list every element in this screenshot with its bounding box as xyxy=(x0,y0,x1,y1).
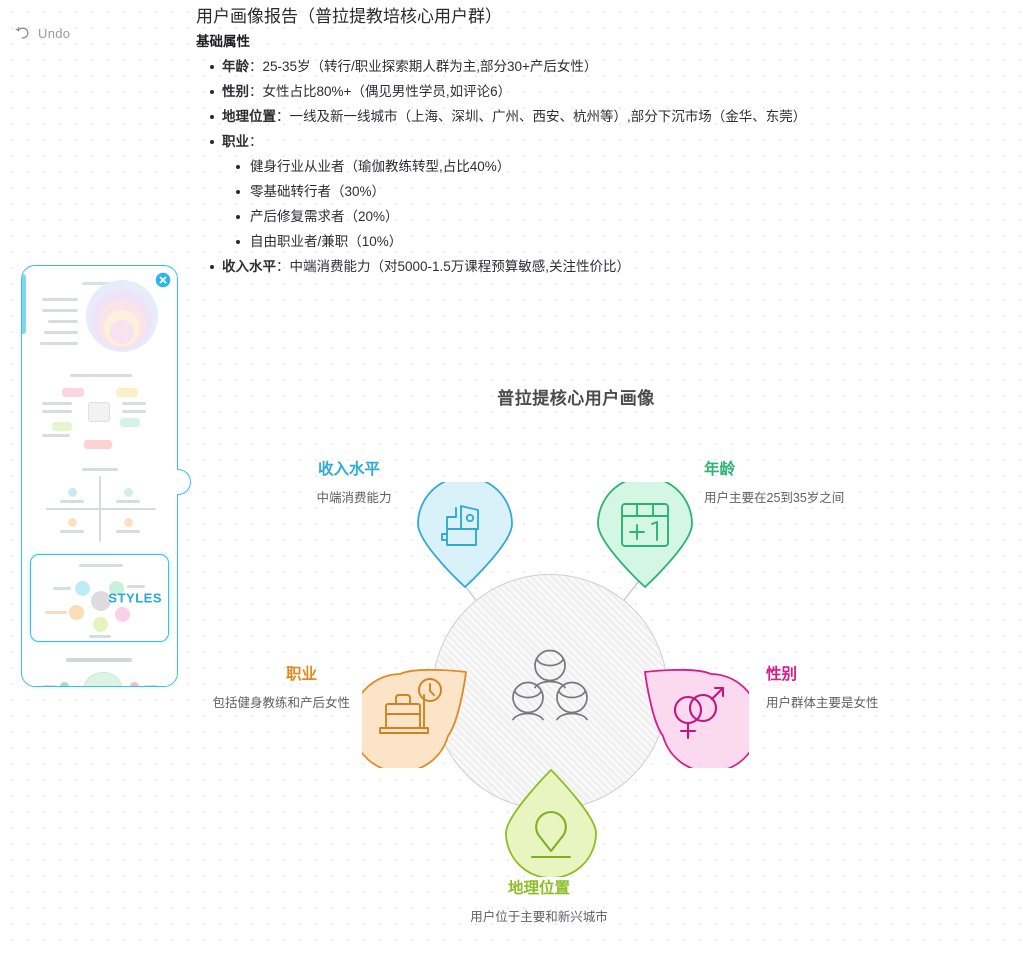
list-item: 年龄：25-35岁（转行/职业探索期人群为主,部分30+产后女性） xyxy=(196,56,896,78)
list-item: 健身行业从业者（瑜伽教练转型,占比40%） xyxy=(222,155,896,178)
thumbnail-styles-radial-template[interactable]: STYLES xyxy=(30,554,169,642)
template-thumbnail-row[interactable] xyxy=(22,366,177,454)
pin-income[interactable] xyxy=(414,476,516,595)
thumbnail-quadrant-matrix-template[interactable] xyxy=(30,460,169,548)
list-item: 地理位置：一线及新一线城市（上海、深圳、广州、西安、杭州等）,部分下沉市场（金华… xyxy=(196,106,896,128)
attribute-key: 性别 xyxy=(222,84,249,99)
node-desc-age: 用户主要在25到35岁之间 xyxy=(704,491,845,505)
pin-location[interactable] xyxy=(504,767,598,882)
node-title-job: 职业 xyxy=(286,666,318,683)
template-thumbnail-row[interactable] xyxy=(22,272,177,360)
group-people-icon xyxy=(494,644,606,741)
attribute-key: 收入水平 xyxy=(222,259,276,274)
attribute-list: 年龄：25-35岁（转行/职业探索期人群为主,部分30+产后女性） 性别：女性占… xyxy=(196,56,896,278)
diagram-title: 普拉提核心用户画像 xyxy=(497,389,655,408)
thumbnail-label: STYLES xyxy=(108,590,162,606)
attribute-sep: ： xyxy=(249,84,263,99)
list-item: 零基础转行者（30%） xyxy=(222,180,896,203)
template-thumbnail-row[interactable] xyxy=(22,648,177,686)
job-sublist: 健身行业从业者（瑜伽教练转型,占比40%） 零基础转行者（30%） 产后修复需求… xyxy=(222,155,896,253)
report-panel: 用户画像报告（普拉提教培核心用户群） 基础属性 年龄：25-35岁（转行/职业探… xyxy=(196,4,896,278)
money-wallet-icon xyxy=(417,476,513,589)
attribute-key: 年龄 xyxy=(222,59,249,74)
panel-accent-bar xyxy=(22,274,26,334)
close-circle-icon[interactable] xyxy=(155,272,171,288)
undo-label: Undo xyxy=(38,25,71,41)
list-item: 性别：女性占比80%+（偶见男性学员,如评论6） xyxy=(196,81,896,103)
list-item: 职业： 健身行业从业者（瑜伽教练转型,占比40%） 零基础转行者（30%） 产后… xyxy=(196,131,896,253)
attribute-sep: ： xyxy=(249,59,263,74)
attribute-sep: ： xyxy=(276,259,290,274)
node-desc-job: 包括健身教练和产后女性 xyxy=(212,696,350,710)
undo-button[interactable]: Undo xyxy=(14,24,70,42)
list-item: 自由职业者/兼职（10%） xyxy=(222,230,896,253)
attribute-value: 25-35岁（转行/职业探索期人群为主,部分30+产后女性） xyxy=(262,59,598,74)
node-desc-location: 用户位于主要和新兴城市 xyxy=(470,910,608,924)
node-desc-income: 中端消费能力 xyxy=(316,491,392,505)
map-pin-icon xyxy=(505,768,597,879)
pin-age[interactable] xyxy=(594,476,696,595)
undo-arrow-icon xyxy=(14,24,32,42)
calendar-plus-one-icon xyxy=(597,476,693,589)
node-title-gender: 性别 xyxy=(766,666,798,683)
node-desc-gender: 用户群体主要是女性 xyxy=(766,696,879,710)
template-thumbnail-row[interactable]: STYLES xyxy=(22,554,177,642)
node-title-location: 地理位置 xyxy=(507,880,570,897)
attribute-value: 中端消费能力（对5000-1.5万课程预算敏感,关注性价比） xyxy=(289,259,631,274)
node-title-age: 年龄 xyxy=(704,461,736,478)
attribute-key: 职业 xyxy=(222,134,249,149)
page-title: 用户画像报告（普拉提教培核心用户群） xyxy=(196,7,502,26)
briefcase-clock-icon xyxy=(350,668,468,773)
male-female-symbol-icon xyxy=(643,668,761,773)
attribute-sep: ： xyxy=(276,109,290,124)
report-subtitle: 基础属性 xyxy=(196,34,250,49)
template-style-panel[interactable]: STYLES xyxy=(21,265,178,687)
pin-gender[interactable] xyxy=(641,664,761,773)
list-item: 收入水平：中端消费能力（对5000-1.5万课程预算敏感,关注性价比） xyxy=(196,256,896,278)
pin-job[interactable] xyxy=(350,664,470,773)
node-title-income: 收入水平 xyxy=(318,461,381,478)
thumbnail-mind-map-template[interactable] xyxy=(30,366,169,454)
list-item: 产后修复需求者（20%） xyxy=(222,205,896,228)
attribute-sep: ： xyxy=(249,134,263,149)
attribute-value: 一线及新一线城市（上海、深圳、广州、西安、杭州等）,部分下沉市场（金华、东莞） xyxy=(289,109,807,124)
thumbnail-process-flow-template[interactable] xyxy=(30,648,169,686)
attribute-value: 女性占比80%+（偶见男性学员,如评论6） xyxy=(262,84,512,99)
attribute-key: 地理位置 xyxy=(222,109,276,124)
thumbnail-concentric-circles-template[interactable] xyxy=(30,272,169,360)
template-thumbnail-row[interactable] xyxy=(22,460,177,548)
user-persona-diagram: 普拉提核心用户画像 xyxy=(186,352,966,952)
